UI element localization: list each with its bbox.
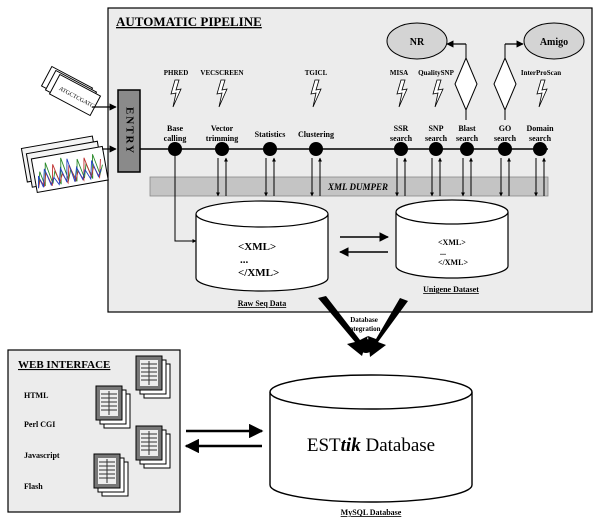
step-node — [460, 142, 474, 156]
entry-label: ENTRY — [123, 107, 135, 155]
step-node — [215, 142, 229, 156]
document-stack-icon — [95, 385, 131, 429]
xml-dumper-band — [149, 176, 549, 197]
step-node — [394, 142, 408, 156]
raw-seq-caption: Raw Seq Data — [238, 299, 286, 308]
step-label: Statistics — [255, 130, 286, 139]
raw-seq-database: <XML> ... </XML> — [195, 200, 329, 292]
esttik-database: ESTtik Database — [269, 374, 473, 503]
document-stack-icon — [135, 355, 171, 399]
raw-to-mysql-arrow — [318, 296, 368, 356]
web-item-javascript: Javascript — [24, 451, 60, 460]
unigene-database: <XML> ... </XML> — [395, 199, 509, 279]
integration-node — [359, 339, 373, 353]
amigo-node — [523, 22, 585, 60]
unigene-xml-dots: ... — [440, 248, 446, 257]
web-item-flash: Flash — [24, 482, 43, 491]
step-label: Clustering — [298, 130, 334, 139]
raw-xml-close: </XML> — [238, 267, 279, 279]
tool-label-phred: PHRED — [164, 69, 189, 77]
entry-box — [117, 89, 141, 173]
tool-label-tgicl: TGICL — [305, 69, 328, 77]
tool-label-qualitysnp: QualitySNP — [418, 69, 455, 77]
sequence-input-cards: ATGCTCGATC — [40, 65, 102, 117]
tool-label-interproscan: InterProScan — [521, 69, 561, 77]
amigo-label: Amigo — [540, 37, 568, 48]
step-node — [168, 142, 182, 156]
blast-decision-diamond — [446, 40, 478, 120]
document-stack-icon — [135, 425, 171, 469]
unigene-xml-close: </XML> — [438, 258, 468, 267]
pipeline-panel — [107, 7, 593, 313]
step-node — [533, 142, 547, 156]
basecall-to-raw-arrow — [174, 156, 197, 243]
chromatogram-input-cards — [20, 135, 109, 194]
go-decision-diamond — [493, 40, 524, 120]
mysql-database-caption: MySQL Database — [341, 508, 402, 517]
document-stack-icon — [93, 453, 129, 497]
xml-dumper-label: XML DUMPER — [327, 182, 388, 192]
lightning-icon — [170, 79, 182, 108]
lightning-icon — [216, 79, 228, 108]
raw-xml-open: <XML> — [238, 241, 276, 253]
step-node — [309, 142, 323, 156]
web-interface-title: WEB INTERFACE — [18, 359, 110, 371]
lightning-icon — [396, 79, 408, 108]
tool-label-misa: MISA — [390, 69, 408, 77]
lightning-icon — [432, 79, 444, 108]
unigene-xml-open: <XML> — [438, 238, 466, 247]
nr-label: NR — [410, 37, 425, 48]
dumper-arrows — [216, 157, 546, 197]
lightning-icon — [536, 79, 548, 108]
web-item-html: HTML — [24, 391, 48, 400]
step-node — [429, 142, 443, 156]
lightning-icons — [170, 79, 548, 108]
esttik-database-label: ESTtik Database — [307, 435, 435, 456]
step-node — [263, 142, 277, 156]
unigene-caption: Unigene Dataset — [423, 285, 479, 294]
step-node — [498, 142, 512, 156]
tool-labels: PHRED VECSCREEN TGICL MISA QualitySNP In… — [164, 69, 562, 77]
lightning-icon — [310, 79, 322, 108]
unigene-to-mysql-arrow — [368, 298, 408, 357]
tool-label-vecscreen: VECSCREEN — [200, 69, 243, 77]
pipeline-title: AUTOMATIC PIPELINE — [116, 14, 262, 29]
web-item-perl-cgi: Perl CGI — [24, 420, 55, 429]
step-nodes — [168, 142, 547, 156]
raw-xml-dots: ... — [240, 254, 249, 266]
nr-node — [386, 22, 448, 60]
